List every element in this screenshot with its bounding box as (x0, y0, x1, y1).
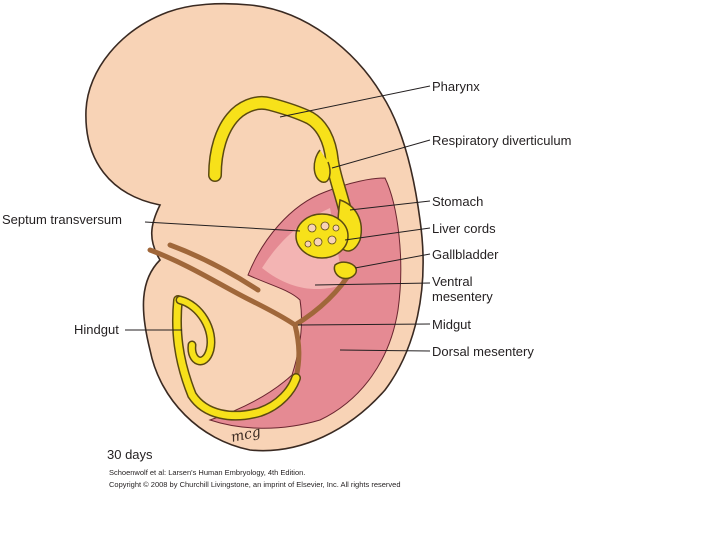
label-septum-transversum: Septum transversum (2, 212, 122, 227)
signature: mcg (230, 424, 263, 446)
label-hindgut: Hindgut (74, 322, 119, 337)
label-respiratory-diverticulum: Respiratory diverticulum (432, 133, 571, 148)
pharynx-tube-fill (209, 97, 351, 216)
caption-line-2: Copyright © 2008 by Churchill Livingston… (109, 480, 401, 489)
liver-cords-shape (295, 213, 349, 259)
caption-line-1: Schoenwolf et al: Larsen's Human Embryol… (109, 468, 305, 477)
label-ventral: Ventral (432, 274, 473, 289)
leader-lines (125, 85, 431, 352)
respiratory-diverticulum-shape (313, 149, 331, 183)
stage-label: 30 days (107, 447, 153, 462)
label-liver-cords: Liver cords (432, 221, 496, 236)
label-stomach: Stomach (432, 194, 483, 209)
hindgut-tube-fill (173, 296, 300, 420)
label-dorsal-mesentery: Dorsal mesentery (432, 344, 534, 359)
label-gallbladder: Gallbladder (432, 247, 499, 262)
hindgut-loop-fill (177, 297, 214, 364)
label-mesentery: mesentery (432, 289, 493, 304)
label-midgut: Midgut (432, 317, 471, 332)
label-pharynx: Pharynx (432, 79, 480, 94)
gallbladder-shape (333, 261, 358, 280)
